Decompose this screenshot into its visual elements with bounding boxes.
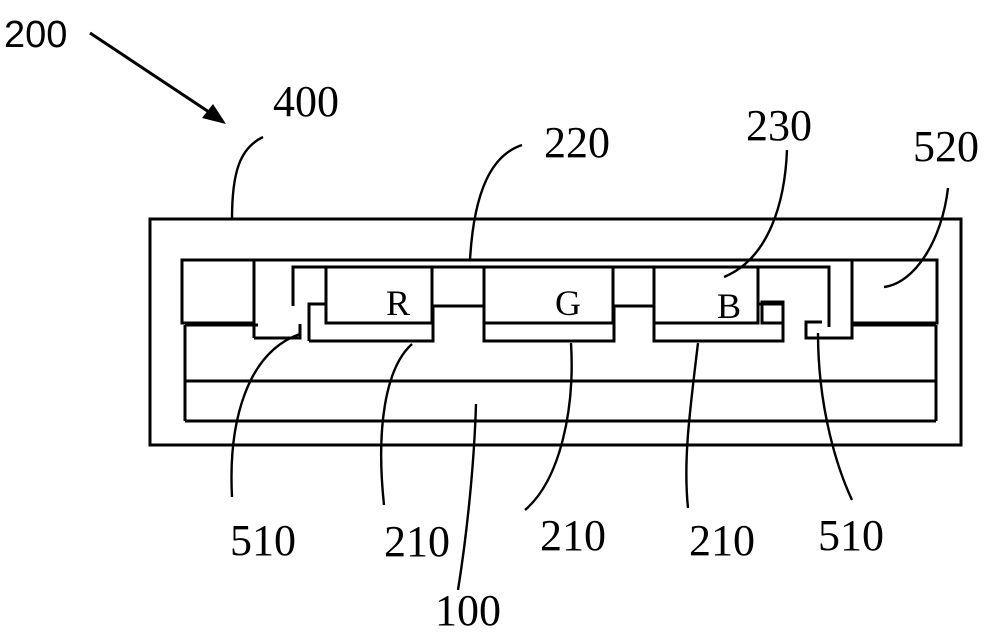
label-200: 200 bbox=[4, 14, 67, 56]
chip-g-label: G bbox=[555, 283, 581, 323]
label-100: 100 bbox=[435, 586, 501, 635]
chip-r-label: R bbox=[386, 283, 410, 323]
label-210-c: 210 bbox=[689, 516, 755, 565]
cap-layer-220 bbox=[254, 260, 852, 338]
arrow-200 bbox=[90, 33, 226, 124]
label-230: 230 bbox=[746, 101, 812, 150]
chip-r bbox=[326, 267, 432, 323]
label-210-b: 210 bbox=[540, 511, 606, 560]
chip-b bbox=[654, 267, 758, 323]
label-400: 400 bbox=[273, 77, 339, 126]
label-210-a: 210 bbox=[384, 517, 450, 566]
chip-g bbox=[484, 267, 613, 323]
frame-block-left bbox=[182, 260, 254, 323]
frame-block-right-520 bbox=[852, 260, 937, 323]
encapsulation-400 bbox=[150, 219, 961, 445]
chip-b-label: B bbox=[717, 286, 741, 326]
label-510-left: 510 bbox=[230, 516, 296, 565]
label-520: 520 bbox=[913, 122, 979, 171]
label-510-right: 510 bbox=[818, 511, 884, 560]
label-220: 220 bbox=[544, 118, 610, 167]
